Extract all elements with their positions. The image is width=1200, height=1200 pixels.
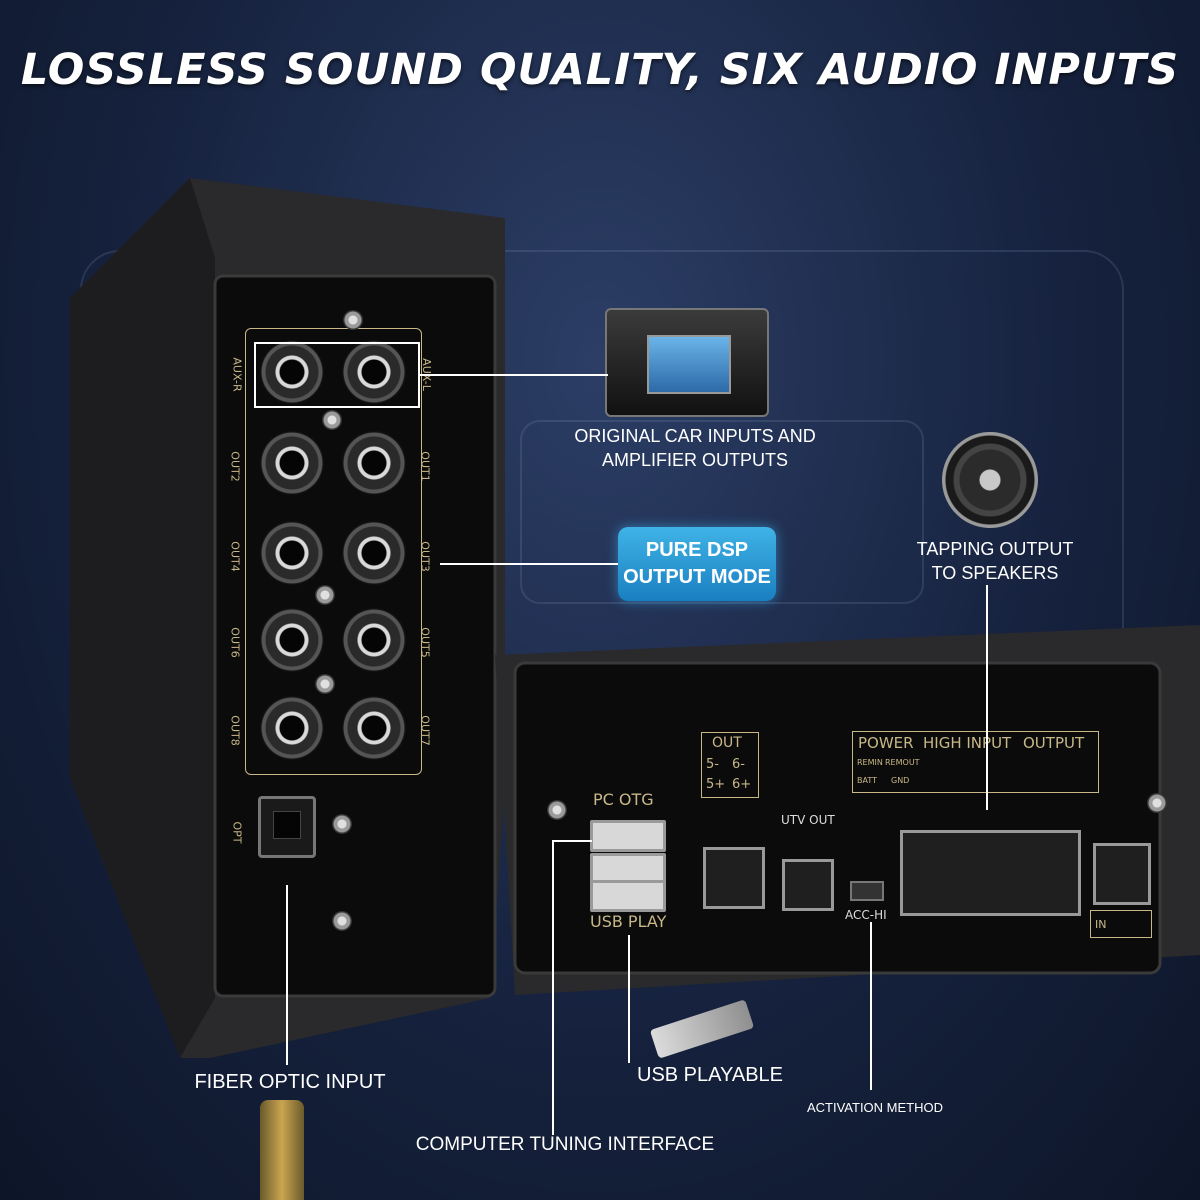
rca-jack-out3: [342, 521, 406, 585]
label-gnd: GND: [891, 776, 910, 785]
out-connector: [703, 847, 765, 909]
label-out8: OUT8: [228, 715, 242, 746]
callout-activation: ACTIVATION METHOD: [806, 1100, 944, 1115]
label-high-input: HIGH INPUT: [923, 734, 1012, 752]
acc-hi-switch: [850, 881, 884, 901]
rca-jack-out2: [260, 431, 324, 495]
head-unit-screen: [647, 335, 731, 394]
callout-original-car-inputs: ORIGINAL CAR INPUTS AND AMPLIFIER OUTPUT…: [560, 424, 830, 472]
in-grid: IN: [1090, 910, 1152, 938]
callout-fiber-optic: FIBER OPTIC INPUT: [194, 1071, 386, 1093]
callout-computer-tuning: COMPUTER TUNING INTERFACE: [415, 1134, 715, 1155]
label-out5: OUT5: [418, 627, 432, 658]
out-grid: OUT 5- 6- 5+ 6+: [701, 732, 759, 798]
leader-line-outputs: [440, 563, 618, 565]
usb-port-usb-play: [590, 880, 666, 912]
label-usb-play: USB PLAY: [590, 912, 667, 931]
panel-screw: [315, 585, 335, 605]
label-out1: OUT1: [418, 451, 432, 482]
label-out2: OUT2: [228, 451, 242, 482]
headline: LOSSLESS SOUND QUALITY, SIX AUDIO INPUTS: [20, 45, 1180, 95]
dsp-unit-horizontal-body: [495, 625, 1200, 995]
callout-tapping-output: TAPPING OUTPUT TO SPEAKERS: [890, 537, 1100, 585]
label-out7: OUT7: [418, 715, 432, 746]
rca-jack-out1: [342, 431, 406, 495]
label-6-minus: 6-: [732, 757, 745, 772]
label-out6: OUT6: [228, 627, 242, 658]
label-out-header: OUT: [712, 735, 742, 751]
label-opt: OPT: [230, 821, 244, 844]
rca-jack-aux-l: [342, 340, 406, 404]
callout-tapping-line-1: TAPPING OUTPUT: [916, 539, 1074, 559]
badge-line-2: OUTPUT MODE: [623, 566, 771, 588]
dsp-unit-horizontal: PC OTG USB PLAY OUT 5- 6- 5+ 6+ UTV OUT …: [495, 625, 1200, 995]
rca-jack-out8: [260, 696, 324, 760]
label-5-plus: 5+: [706, 777, 726, 792]
panel-screw: [343, 310, 363, 330]
rca-jack-out6: [260, 608, 324, 672]
callout-tapping-line-2: TO SPEAKERS: [931, 563, 1059, 583]
leader-line-optical: [286, 885, 288, 1065]
center-console-backdrop: [520, 420, 924, 604]
label-output: OUTPUT: [1023, 734, 1085, 752]
panel-screw: [322, 410, 342, 430]
rca-panel-outline: [245, 328, 422, 775]
dsp-unit-vertical: AUX-R AUX-L OUT2 OUT1 OUT4 OUT3 OUT6 OUT…: [60, 178, 505, 1058]
aux-highlight-box: [254, 342, 420, 408]
optical-cable-icon: [260, 1100, 304, 1200]
label-5-minus: 5-: [706, 757, 719, 772]
label-aux-r: AUX-R: [230, 357, 244, 392]
panel-screw: [332, 911, 352, 931]
label-out4: OUT4: [228, 541, 242, 572]
car-head-unit-thumbnail: [605, 308, 769, 417]
harness-connector: [900, 830, 1081, 916]
pure-dsp-output-badge: PURE DSP OUTPUT MODE: [618, 527, 776, 601]
usb-flash-drive-icon: [649, 999, 755, 1059]
label-acc-hi: ACC-HI: [845, 908, 887, 922]
label-remout: REMOUT: [885, 758, 920, 767]
panel-screw: [315, 674, 335, 694]
callout-original-line-1: ORIGINAL CAR INPUTS AND: [574, 426, 816, 446]
in-connector: [1093, 843, 1151, 905]
label-in: IN: [1095, 918, 1107, 931]
badge-line-1: PURE DSP: [645, 539, 749, 561]
leader-line-pc-horizontal: [552, 840, 592, 842]
label-6-plus: 6+: [732, 777, 752, 792]
label-remin: REMIN: [857, 758, 883, 767]
leader-line-aux: [418, 374, 608, 376]
rca-jack-aux-r: [260, 340, 324, 404]
leader-line-usb: [628, 935, 630, 1063]
panel-screw: [332, 814, 352, 834]
rca-jack-out7: [342, 696, 406, 760]
optical-port: [258, 796, 316, 858]
panel-screw: [1147, 793, 1167, 813]
panel-screw: [547, 800, 567, 820]
label-power: POWER: [858, 734, 914, 752]
callout-original-line-2: AMPLIFIER OUTPUTS: [601, 450, 789, 470]
rca-jack-out5: [342, 608, 406, 672]
rca-jack-out4: [260, 521, 324, 585]
power-high-output-grid: POWER HIGH INPUT OUTPUT REMIN REMOUT BAT…: [852, 731, 1099, 793]
label-batt: BATT: [857, 776, 877, 785]
label-pc-otg: PC OTG: [593, 790, 654, 809]
label-utv-out: UTV OUT: [781, 813, 835, 827]
leader-line-pc: [552, 840, 554, 1135]
label-out3: OUT3: [418, 541, 432, 572]
leader-line-acc: [870, 922, 872, 1090]
utv-out-connector: [782, 859, 834, 911]
usb-port-pc-otg: [590, 820, 666, 852]
leader-line-speaker: [986, 585, 988, 810]
callout-usb-playable: USB PLAYABLE: [637, 1064, 783, 1086]
